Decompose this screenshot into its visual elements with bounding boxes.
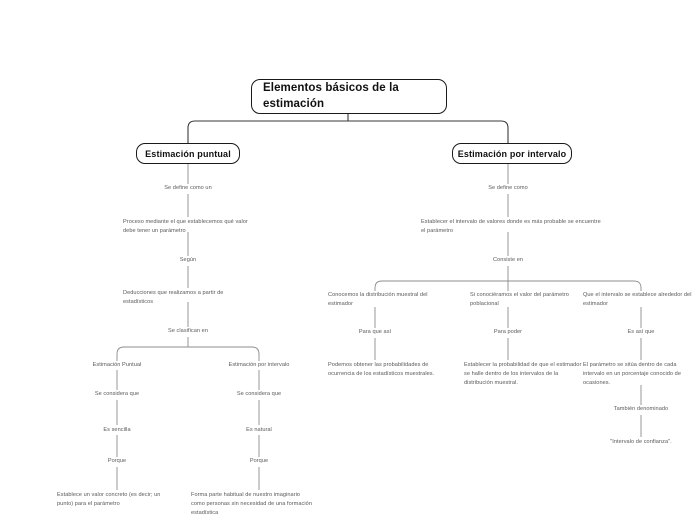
link-label-left-se-clasifican-en: Se clasifican en <box>168 328 208 334</box>
node-right-establecer-intervalo[interactable]: Establecer el intervalo de valores donde… <box>421 219 601 235</box>
link-label-lc1-porque: Porque <box>107 458 127 464</box>
link-label-lc1-se-considera-que: Se considera que <box>94 391 140 397</box>
root-node-label: Elementos básicos de la estimación <box>263 81 399 110</box>
node-rc1-podemos-obtener[interactable]: Podemos obtener las probabilidades de oc… <box>328 362 435 378</box>
node-rc3-intervalo-de-confianza[interactable]: "Intervalo de confianza". <box>610 439 672 445</box>
node-lc2-es-natural[interactable]: Es natural <box>246 427 272 433</box>
node-lc1-estimacion-puntual[interactable]: Estimación Puntual <box>92 362 142 368</box>
link-left-split-b <box>188 346 260 361</box>
link-label-rc3-es-asi-que: Es así que <box>627 329 655 335</box>
node-lc2-forma-parte-habitual[interactable]: Forma parte habitual de nuestro imaginar… <box>191 492 312 517</box>
node-rc3-parametro-se-situa[interactable]: El parámetro se sitúa dentro de cada int… <box>583 362 681 387</box>
link-label-right-se-define-como: Se define como <box>488 185 528 191</box>
link-label-rc1-para-que-asi: Para que así <box>358 329 392 335</box>
branch-node-left-label: Estimación puntual <box>145 148 231 159</box>
node-rc3-que-intervalo-se-establece[interactable]: Que el intervalo se establece alrededor … <box>583 292 692 308</box>
link-label-rc2-para-poder: Para poder <box>493 329 523 335</box>
link-label-lc2-se-considera-que: Se considera que <box>236 391 282 397</box>
node-left-deducciones[interactable]: Deducciones que realizamos a partir de e… <box>123 290 224 306</box>
branch-node-estimacion-por-intervalo[interactable]: Estimación por intervalo <box>452 143 572 164</box>
link-root-to-right <box>348 120 509 143</box>
branch-node-estimacion-puntual[interactable]: Estimación puntual <box>136 143 240 164</box>
node-rc1-conocemos-distribucion[interactable]: Conocemos la distribución muestral del e… <box>328 292 428 308</box>
node-rc2-si-conocieramos[interactable]: Si conociéramos el valor del parámetro p… <box>470 292 569 308</box>
link-label-lc2-porque: Porque <box>249 458 269 464</box>
link-label-left-segun: Según <box>179 257 197 263</box>
node-rc2-establecer-probabilidad[interactable]: Establecer la probabilidad de que el est… <box>464 362 582 387</box>
node-lc1-establece-valor[interactable]: Establece un valor concreto (es decir; u… <box>57 492 161 508</box>
node-lc1-es-sencilla[interactable]: Es sencilla <box>103 427 131 433</box>
link-left-split-a <box>116 346 188 361</box>
link-right-split-a <box>374 280 508 291</box>
link-right-split-c <box>508 280 642 291</box>
link-label-left-se-define-como-un: Se define como un <box>164 185 212 191</box>
root-node[interactable]: Elementos básicos de la estimación <box>251 79 447 114</box>
link-label-rc3-tambien-denominado: También denominado <box>613 406 669 412</box>
link-label-right-consiste-en: Consiste en <box>492 257 524 263</box>
node-left-proceso[interactable]: Proceso mediante el que establecemos qué… <box>123 219 248 235</box>
link-root-to-left <box>187 120 348 143</box>
branch-node-right-label: Estimación por intervalo <box>457 148 567 159</box>
node-lc2-estimacion-por-intervalo[interactable]: Estimación por intervalo <box>228 362 290 368</box>
